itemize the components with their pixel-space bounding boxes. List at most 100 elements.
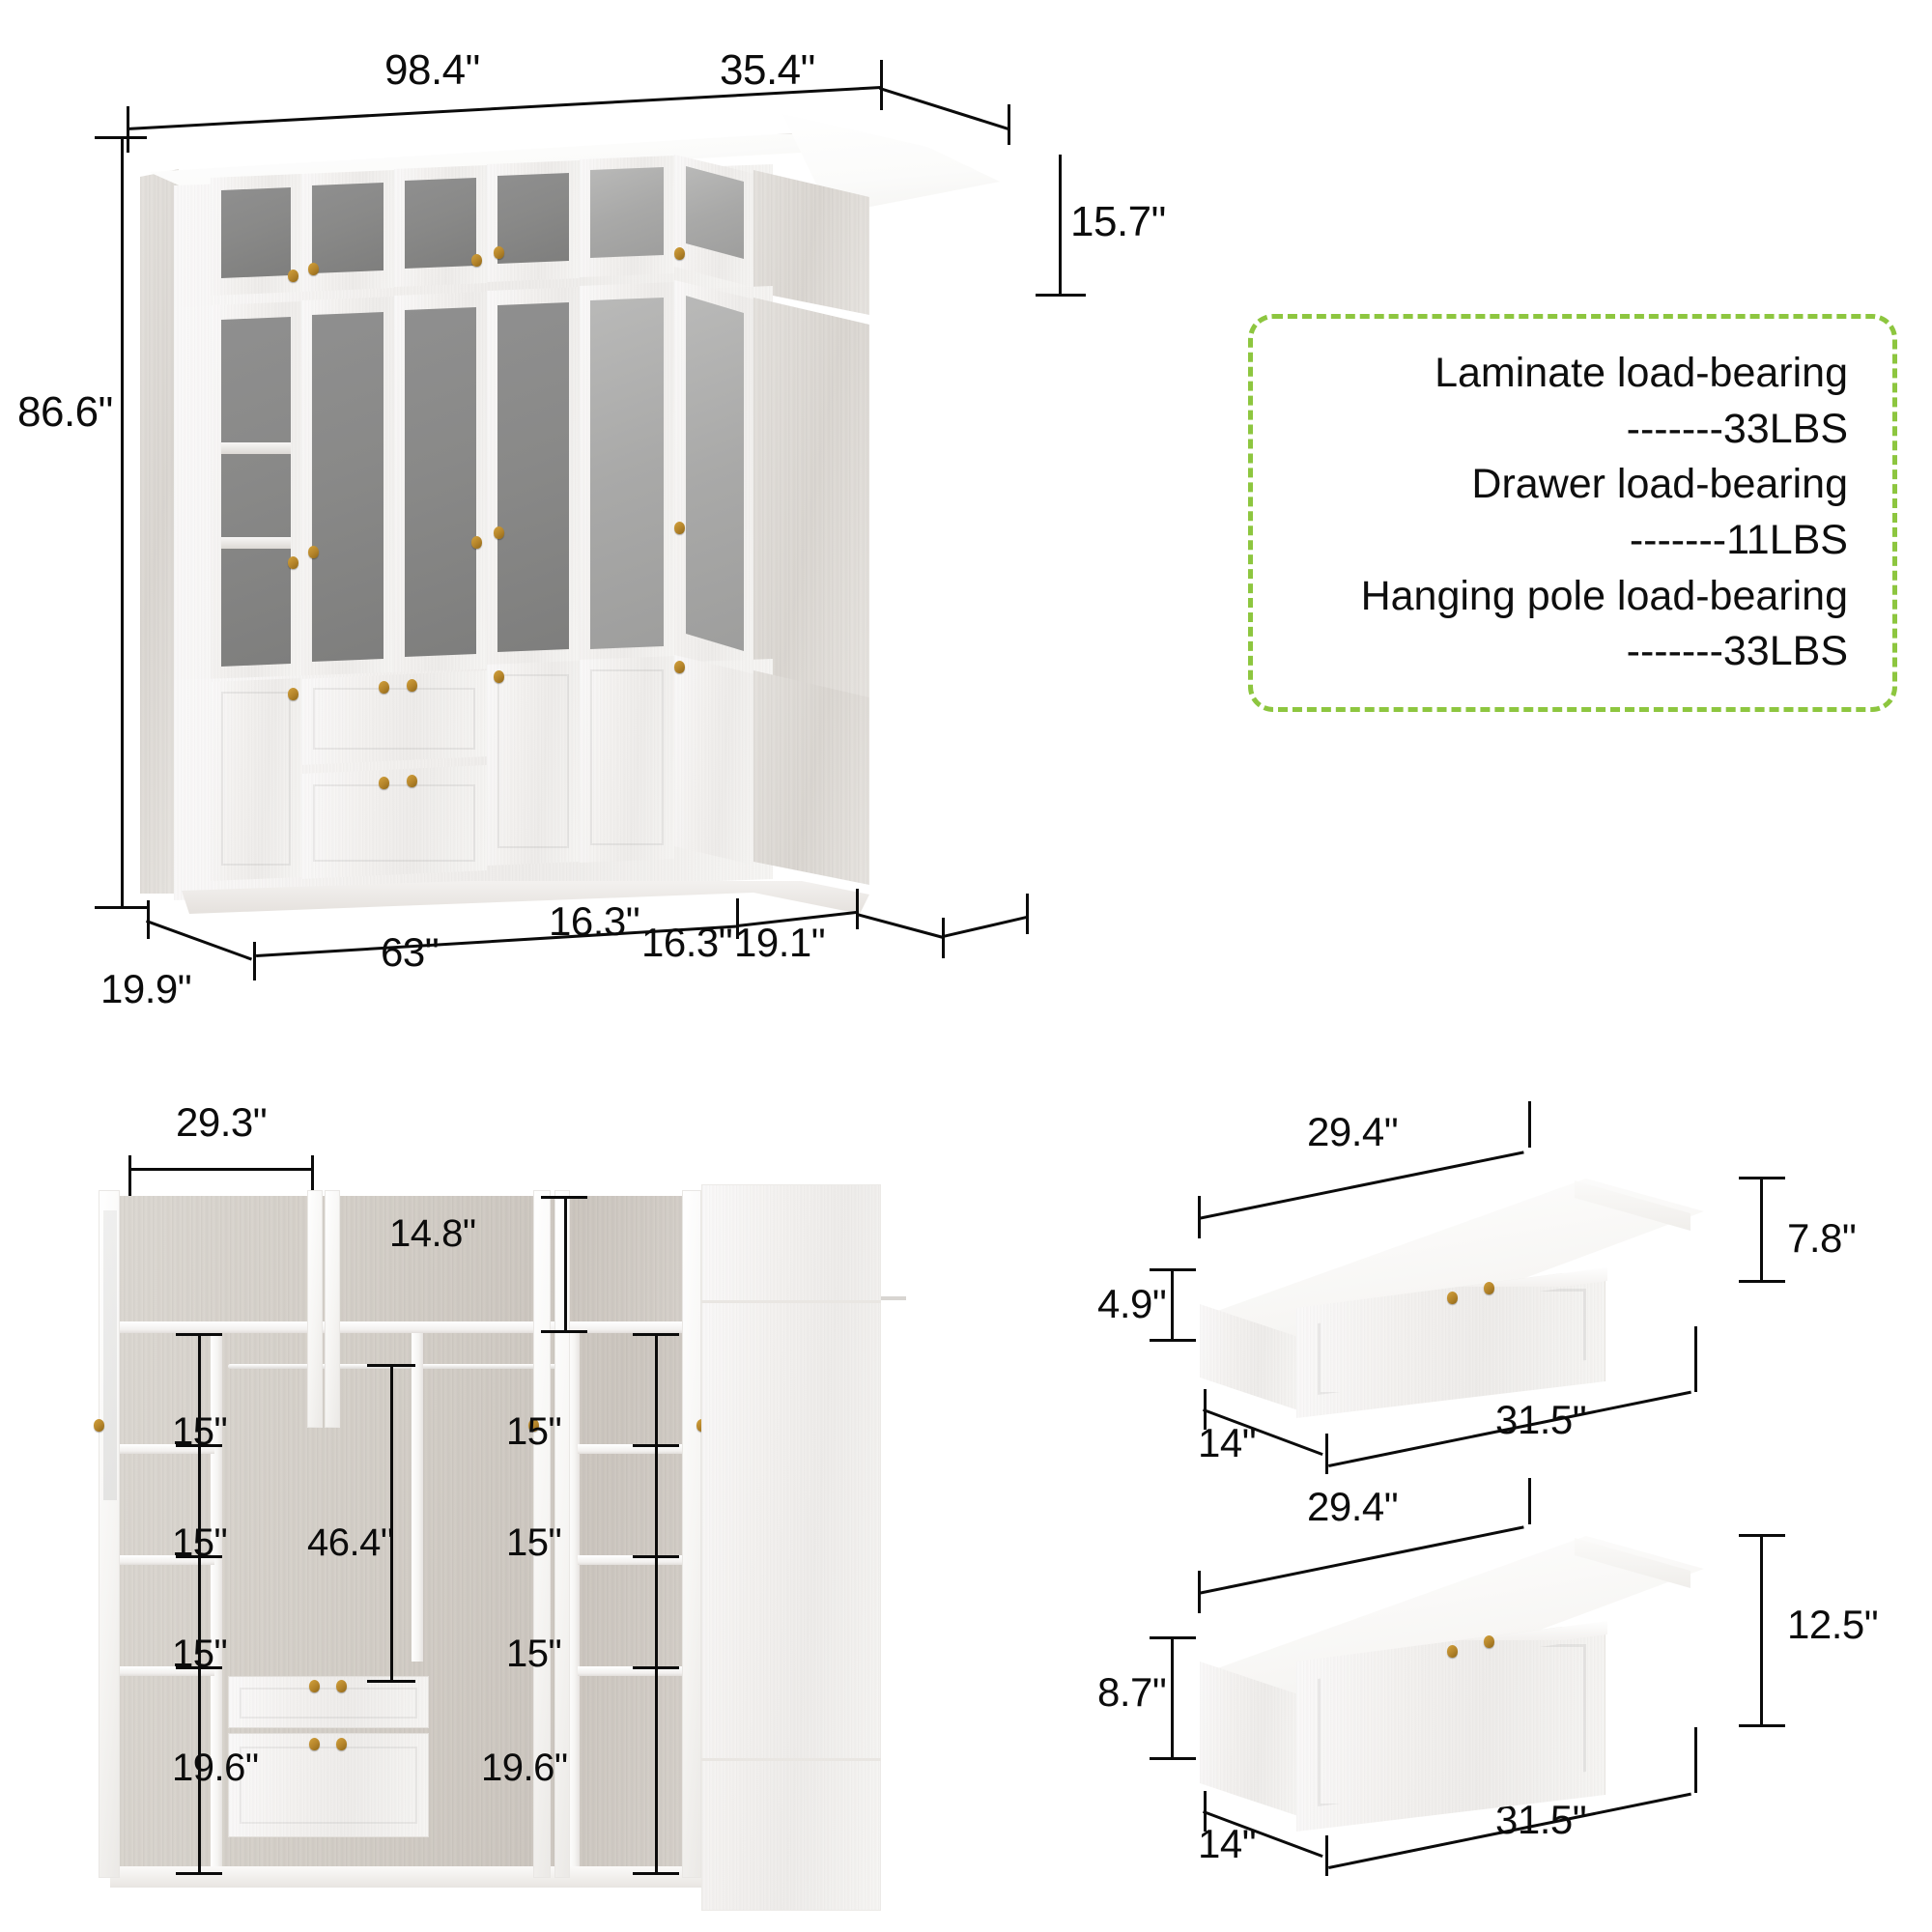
interior-left-shelf-1 bbox=[114, 1444, 214, 1454]
main-door-2-glass bbox=[312, 312, 384, 662]
upper-door-2-knob[interactable] bbox=[308, 263, 319, 275]
interior-drawer-lower[interactable] bbox=[228, 1733, 429, 1837]
upper-door-1-glass bbox=[221, 187, 291, 278]
dim-line-148 bbox=[564, 1196, 567, 1333]
upper-door-3[interactable] bbox=[394, 165, 487, 291]
main-door-5[interactable] bbox=[580, 282, 674, 668]
upper-door-corner[interactable] bbox=[674, 153, 755, 288]
dim-tick-right-35 bbox=[1008, 104, 1010, 145]
dim-tick-left-98 bbox=[127, 106, 129, 153]
open-door-right-1[interactable] bbox=[528, 1190, 551, 1878]
bottom-door-corner-knob[interactable] bbox=[674, 661, 685, 673]
interior-view: 29.3" bbox=[0, 1082, 1024, 1932]
upper-door-3-knob[interactable] bbox=[471, 254, 482, 267]
interior-right-divider bbox=[568, 1333, 580, 1872]
dim-tick-large-14-l bbox=[1204, 1791, 1207, 1832]
bottom-door-left-knob[interactable] bbox=[288, 688, 298, 700]
drawer-small-view: 29.4" 4.9" 7.8" 14" 31.5" bbox=[1097, 1101, 1903, 1507]
main-door-corner-knob[interactable] bbox=[674, 522, 685, 534]
bottom-door-right[interactable] bbox=[580, 656, 674, 863]
dim-tick-293-r bbox=[311, 1155, 314, 1196]
load-row-pole-value: -------33LBS bbox=[1626, 628, 1848, 675]
bottom-door-corner[interactable] bbox=[674, 653, 755, 866]
main-door-corner-glass bbox=[686, 296, 744, 651]
drawer-large-knob-1[interactable] bbox=[1447, 1645, 1458, 1658]
open-door-mid-1[interactable] bbox=[307, 1190, 323, 1428]
upper-door-1-knob[interactable] bbox=[288, 270, 298, 282]
open-door-mid-2[interactable] bbox=[325, 1190, 340, 1428]
dim-tick-464-top bbox=[367, 1364, 415, 1367]
dim-small-inner-width: 29.4" bbox=[1307, 1109, 1399, 1154]
dim-tick-small-49-t bbox=[1150, 1268, 1196, 1271]
interior-right-shelf-1 bbox=[578, 1444, 682, 1454]
dim-top-depth: 35.4" bbox=[720, 46, 815, 94]
main-door-3[interactable] bbox=[394, 292, 487, 676]
dim-total-height: 86.6" bbox=[17, 388, 113, 436]
upper-door-4-knob[interactable] bbox=[494, 246, 504, 259]
dim-right-shelf-2: 15" bbox=[506, 1521, 562, 1564]
main-door-4[interactable] bbox=[487, 287, 580, 671]
dim-base-right-width: 19.1" bbox=[734, 920, 826, 965]
open-door-far-left[interactable] bbox=[94, 1190, 120, 1878]
dim-line-right-column bbox=[655, 1333, 658, 1874]
interior-drawer-upper-knob-2[interactable] bbox=[336, 1680, 347, 1692]
dim-right-shelf-3: 15" bbox=[506, 1633, 562, 1675]
dim-large-inner-height: 8.7" bbox=[1097, 1669, 1167, 1715]
upper-door-1[interactable] bbox=[211, 174, 301, 299]
dim-hanging-height: 46.4" bbox=[307, 1521, 394, 1564]
bottom-drawer-lower-knob-1[interactable] bbox=[379, 777, 389, 789]
drawer-large-view: 29.4" 8.7" 12.5" 14" 31.5" bbox=[1097, 1478, 1903, 1913]
dim-line-total-height bbox=[121, 136, 124, 909]
main-door-corner[interactable] bbox=[674, 278, 755, 684]
upper-door-4[interactable] bbox=[487, 160, 580, 286]
interior-drawer-upper[interactable] bbox=[228, 1676, 429, 1728]
dim-tick-small-14-l bbox=[1204, 1389, 1207, 1430]
upper-door-5[interactable] bbox=[580, 156, 674, 281]
dim-large-inner-width: 29.4" bbox=[1307, 1484, 1399, 1529]
interior-drawer-upper-knob-1[interactable] bbox=[309, 1680, 320, 1692]
open-door-right-2[interactable] bbox=[554, 1190, 570, 1878]
drawer-large-front-panel[interactable] bbox=[1296, 1627, 1605, 1832]
open-door-right-3[interactable] bbox=[682, 1190, 707, 1878]
main-door-3-knob[interactable] bbox=[471, 536, 482, 549]
bottom-drawer-upper-knob-2[interactable] bbox=[407, 679, 417, 692]
bottom-door-mid[interactable] bbox=[487, 661, 580, 866]
upper-door-corner-glass bbox=[686, 166, 744, 259]
bottom-tier bbox=[174, 653, 869, 914]
bottom-door-left[interactable] bbox=[211, 678, 301, 881]
open-door-right-1-knob[interactable] bbox=[528, 1419, 539, 1432]
dim-tick-small-14-r bbox=[1325, 1434, 1328, 1474]
upper-door-2[interactable] bbox=[301, 170, 394, 296]
main-door-1[interactable] bbox=[211, 301, 301, 686]
exterior-view: 98.4" 35.4" 86.6" 15.7" bbox=[0, 0, 1166, 1024]
main-door-1-knob[interactable] bbox=[288, 556, 298, 569]
bottom-drawer-lower[interactable] bbox=[301, 765, 487, 879]
upper-door-2-glass bbox=[312, 183, 384, 273]
main-door-4-glass bbox=[497, 302, 569, 652]
interior-right-shelf-2 bbox=[578, 1555, 682, 1565]
interior-corner-handle[interactable] bbox=[881, 1296, 906, 1300]
dim-tick-large-294-l bbox=[1198, 1571, 1201, 1613]
drawer-small-knob-2[interactable] bbox=[1484, 1282, 1494, 1294]
drawer-small-knob-1[interactable] bbox=[1447, 1292, 1458, 1304]
dim-base-segment-1: 16.3" bbox=[549, 898, 640, 944]
upper-door-corner-knob[interactable] bbox=[674, 247, 685, 260]
bottom-drawer-lower-knob-2[interactable] bbox=[407, 775, 417, 787]
main-door-2[interactable] bbox=[301, 297, 394, 681]
bottom-drawer-upper-knob-1[interactable] bbox=[379, 681, 389, 694]
dim-tick-large-14-r bbox=[1325, 1835, 1328, 1876]
drawer-large-knob-2[interactable] bbox=[1484, 1635, 1494, 1648]
exterior-cabinet bbox=[116, 106, 1024, 937]
dim-tick-rc-3 bbox=[633, 1666, 679, 1669]
main-door-4-knob[interactable] bbox=[494, 526, 504, 539]
main-door-2-knob[interactable] bbox=[308, 546, 319, 558]
interior-drawer-lower-knob-2[interactable] bbox=[336, 1738, 347, 1750]
bottom-door-mid-knob[interactable] bbox=[494, 670, 504, 683]
bottom-drawer-upper[interactable] bbox=[301, 670, 487, 765]
dim-tick-lc-1 bbox=[176, 1444, 222, 1447]
load-row-drawer-label: Drawer load-bearing bbox=[1471, 461, 1848, 508]
interior-corner-return-panel bbox=[701, 1184, 881, 1911]
interior-drawer-lower-knob-1[interactable] bbox=[309, 1738, 320, 1750]
dim-tick-large-87-b bbox=[1150, 1757, 1196, 1760]
open-door-far-left-knob[interactable] bbox=[94, 1419, 104, 1432]
